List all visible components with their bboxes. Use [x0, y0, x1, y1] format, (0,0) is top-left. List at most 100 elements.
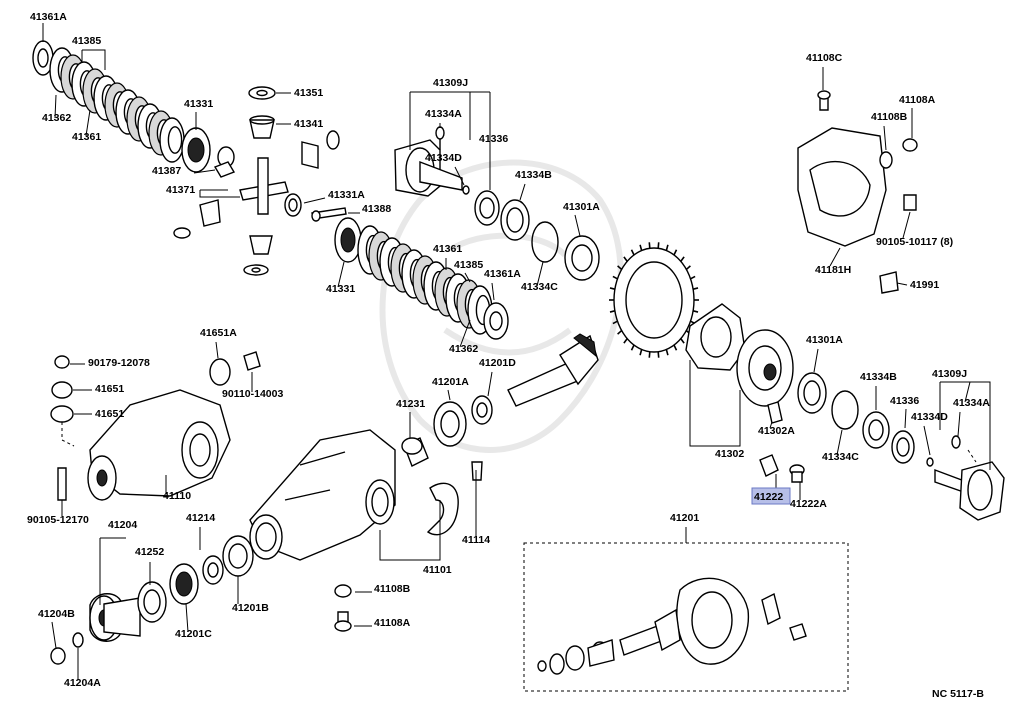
carrier-housing-left: [87, 389, 231, 501]
ring-gear-tooth: [639, 244, 643, 251]
part-label-l53[interactable]: 41101: [423, 564, 452, 576]
rear-cover: [797, 90, 918, 294]
part-label-l02[interactable]: 41385: [72, 35, 101, 47]
part-label-l05[interactable]: 41331: [184, 98, 213, 110]
part-label-l20[interactable]: 41385: [454, 259, 483, 271]
bearing-cap-and-bolt: [426, 461, 483, 536]
part-label-l56[interactable]: 41108B: [374, 583, 411, 595]
part-label-l24[interactable]: 41108C: [806, 52, 843, 64]
part-label-l54[interactable]: 41201: [670, 512, 699, 524]
part-label-l01[interactable]: 41361A: [30, 11, 67, 23]
carrier-housing-main: [249, 429, 396, 561]
side-bearing-right: [797, 372, 934, 467]
clutch-pack-left: [32, 40, 211, 173]
part-label-l25[interactable]: 41108A: [899, 94, 936, 106]
part-label-l36[interactable]: 41201A: [432, 376, 469, 388]
ring-gear-tooth: [685, 265, 691, 271]
part-label-l10[interactable]: 41331A: [328, 189, 365, 201]
part-label-l43[interactable]: 41334D: [911, 411, 948, 423]
ring-gear-tooth: [673, 249, 678, 256]
part-label-l47[interactable]: 41110: [163, 490, 191, 502]
side-flange-lower: [934, 435, 1005, 521]
part-label-l14[interactable]: 41334A: [425, 108, 462, 120]
part-label-l03[interactable]: 41362: [42, 112, 71, 124]
selected-part-highlight: [751, 487, 791, 505]
part-label-l61[interactable]: 41204A: [64, 677, 101, 689]
diagram-code: NC 5117-B: [932, 688, 984, 700]
drive-pinion: [401, 333, 599, 467]
ring-gear-tooth: [690, 275, 696, 280]
part-label-l27[interactable]: 90105-10117 (8): [876, 236, 953, 248]
part-label-l40[interactable]: 41334B: [860, 371, 897, 383]
clutch-pack-center: [334, 217, 509, 340]
part-label-l59[interactable]: 41201B: [232, 602, 269, 614]
part-label-l57[interactable]: 41108A: [374, 617, 411, 629]
part-label-l13[interactable]: 41309J: [433, 77, 468, 89]
ring-gear: [609, 242, 699, 358]
part-label-l21[interactable]: 41361A: [484, 268, 521, 280]
part-label-l50[interactable]: 41214: [186, 512, 215, 524]
part-label-l33[interactable]: 41651: [95, 408, 124, 420]
part-label-l07[interactable]: 41371: [166, 184, 195, 196]
part-label-l32[interactable]: 41651: [95, 383, 124, 395]
leader-lines: [42, 23, 991, 680]
part-label-l11[interactable]: 41388: [362, 203, 391, 215]
part-label-l17[interactable]: 41334B: [515, 169, 552, 181]
differential-spider-gears: [173, 86, 340, 276]
part-label-l37[interactable]: 41231: [396, 398, 425, 410]
side-flange-upper: [394, 126, 600, 281]
part-label-l34[interactable]: 90110-14003: [222, 388, 283, 400]
mount-bushings: [50, 351, 261, 501]
selected-part-label[interactable]: 41222: [754, 491, 783, 503]
part-label-l38[interactable]: 41301A: [806, 334, 843, 346]
part-label-l19[interactable]: 41361: [433, 243, 462, 255]
part-label-l28[interactable]: 41181H: [815, 264, 851, 276]
ring-pinion-set-box: [523, 542, 849, 692]
part-label-l46[interactable]: 41334C: [822, 451, 859, 463]
lock-plate-and-bolt: [759, 454, 805, 483]
clutch-plate-bore: [167, 126, 183, 154]
part-label-l22[interactable]: 41334C: [521, 281, 558, 293]
part-label-l55[interactable]: 41222A: [790, 498, 827, 510]
part-label-l29[interactable]: 41991: [910, 279, 939, 291]
part-label-l39[interactable]: 41309J: [932, 368, 967, 380]
part-label-l30[interactable]: 41651A: [200, 327, 237, 339]
part-label-l58[interactable]: 41204B: [38, 608, 75, 620]
part-label-l44[interactable]: 41302A: [758, 425, 795, 437]
part-label-l23[interactable]: 41362: [449, 343, 478, 355]
part-label-l15[interactable]: 41336: [479, 133, 508, 145]
part-label-l51[interactable]: 41252: [135, 546, 164, 558]
part-label-l26[interactable]: 41108B: [871, 111, 908, 123]
ring-gear-tooth: [648, 242, 651, 249]
ring-gear-tooth: [680, 338, 685, 344]
part-label-l18[interactable]: 41301A: [563, 201, 600, 213]
part-label-l04[interactable]: 41361: [72, 131, 101, 143]
ring-gear-tooth: [612, 320, 618, 325]
part-label-l16[interactable]: 41334D: [425, 152, 462, 164]
companion-flange: [50, 535, 352, 665]
ring-gear-tooth: [623, 338, 628, 344]
part-label-l42[interactable]: 41334A: [953, 397, 990, 409]
part-label-l52[interactable]: 41114: [462, 534, 490, 546]
ring-gear-tooth: [612, 275, 618, 280]
ring-gear-tooth: [630, 344, 635, 351]
ring-gear-tooth: [648, 351, 651, 358]
part-label-l31[interactable]: 90179-12078: [88, 357, 150, 369]
part-label-l06[interactable]: 41387: [152, 165, 181, 177]
part-label-l45[interactable]: 41302: [715, 448, 744, 460]
part-label-l48[interactable]: 90105-12170: [27, 514, 89, 526]
ring-gear-tooth: [692, 287, 699, 290]
ring-gear-tooth: [639, 349, 643, 356]
part-label-l09[interactable]: 41341: [294, 118, 323, 130]
part-label-l60[interactable]: 41201C: [175, 628, 212, 640]
ring-gear-tooth: [665, 244, 669, 251]
part-label-l08[interactable]: 41351: [294, 87, 323, 99]
part-label-l49[interactable]: 41204: [108, 519, 137, 531]
part-label-l35[interactable]: 41201D: [479, 357, 516, 369]
part-label-l12[interactable]: 41331: [326, 283, 355, 295]
ring-gear-tooth: [665, 349, 669, 356]
ring-gear-tooth: [609, 310, 616, 313]
differential-case: [685, 303, 794, 424]
part-label-l41[interactable]: 41336: [890, 395, 919, 407]
